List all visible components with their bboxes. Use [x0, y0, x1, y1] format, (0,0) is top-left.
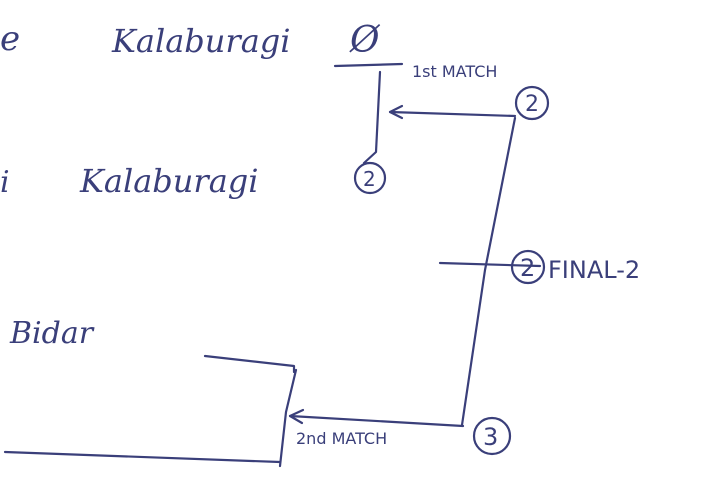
row1-prefix: e [0, 19, 20, 59]
match1-arrow [388, 110, 517, 118]
match2-score-circle [472, 416, 512, 456]
match2-score: 3 [483, 423, 498, 451]
match1-score-circle [514, 85, 550, 121]
row1-team-name: Kalaburagi [111, 22, 290, 60]
row1-to-row2-connector [362, 70, 382, 165]
match1-arrowhead [388, 104, 404, 120]
match2-arrow [288, 414, 465, 428]
row3-line [203, 354, 296, 374]
row2-prefix: i [0, 165, 10, 200]
row2-score: 2 [363, 167, 376, 191]
match2-label: 2nd MATCH [296, 429, 387, 448]
final-horizontal-line [438, 261, 542, 268]
final-score: 2 [520, 254, 535, 282]
final-label: FINAL-2 [548, 256, 640, 284]
bottom-left-line [3, 450, 282, 464]
right-vertical-connector [460, 116, 517, 427]
bottom-vertical-connector [278, 368, 298, 468]
row1-empty-mark: Ø [349, 20, 381, 61]
match1-score: 2 [525, 92, 539, 117]
match1-label: 1st MATCH [412, 62, 497, 81]
match2-arrowhead [288, 408, 305, 425]
final-score-circle [510, 249, 546, 285]
row1-underline [333, 62, 404, 68]
row2-team-name: Kalaburagi [79, 162, 258, 200]
row2-score-circle [353, 161, 387, 195]
row3-team-name: Bidar [9, 316, 95, 351]
